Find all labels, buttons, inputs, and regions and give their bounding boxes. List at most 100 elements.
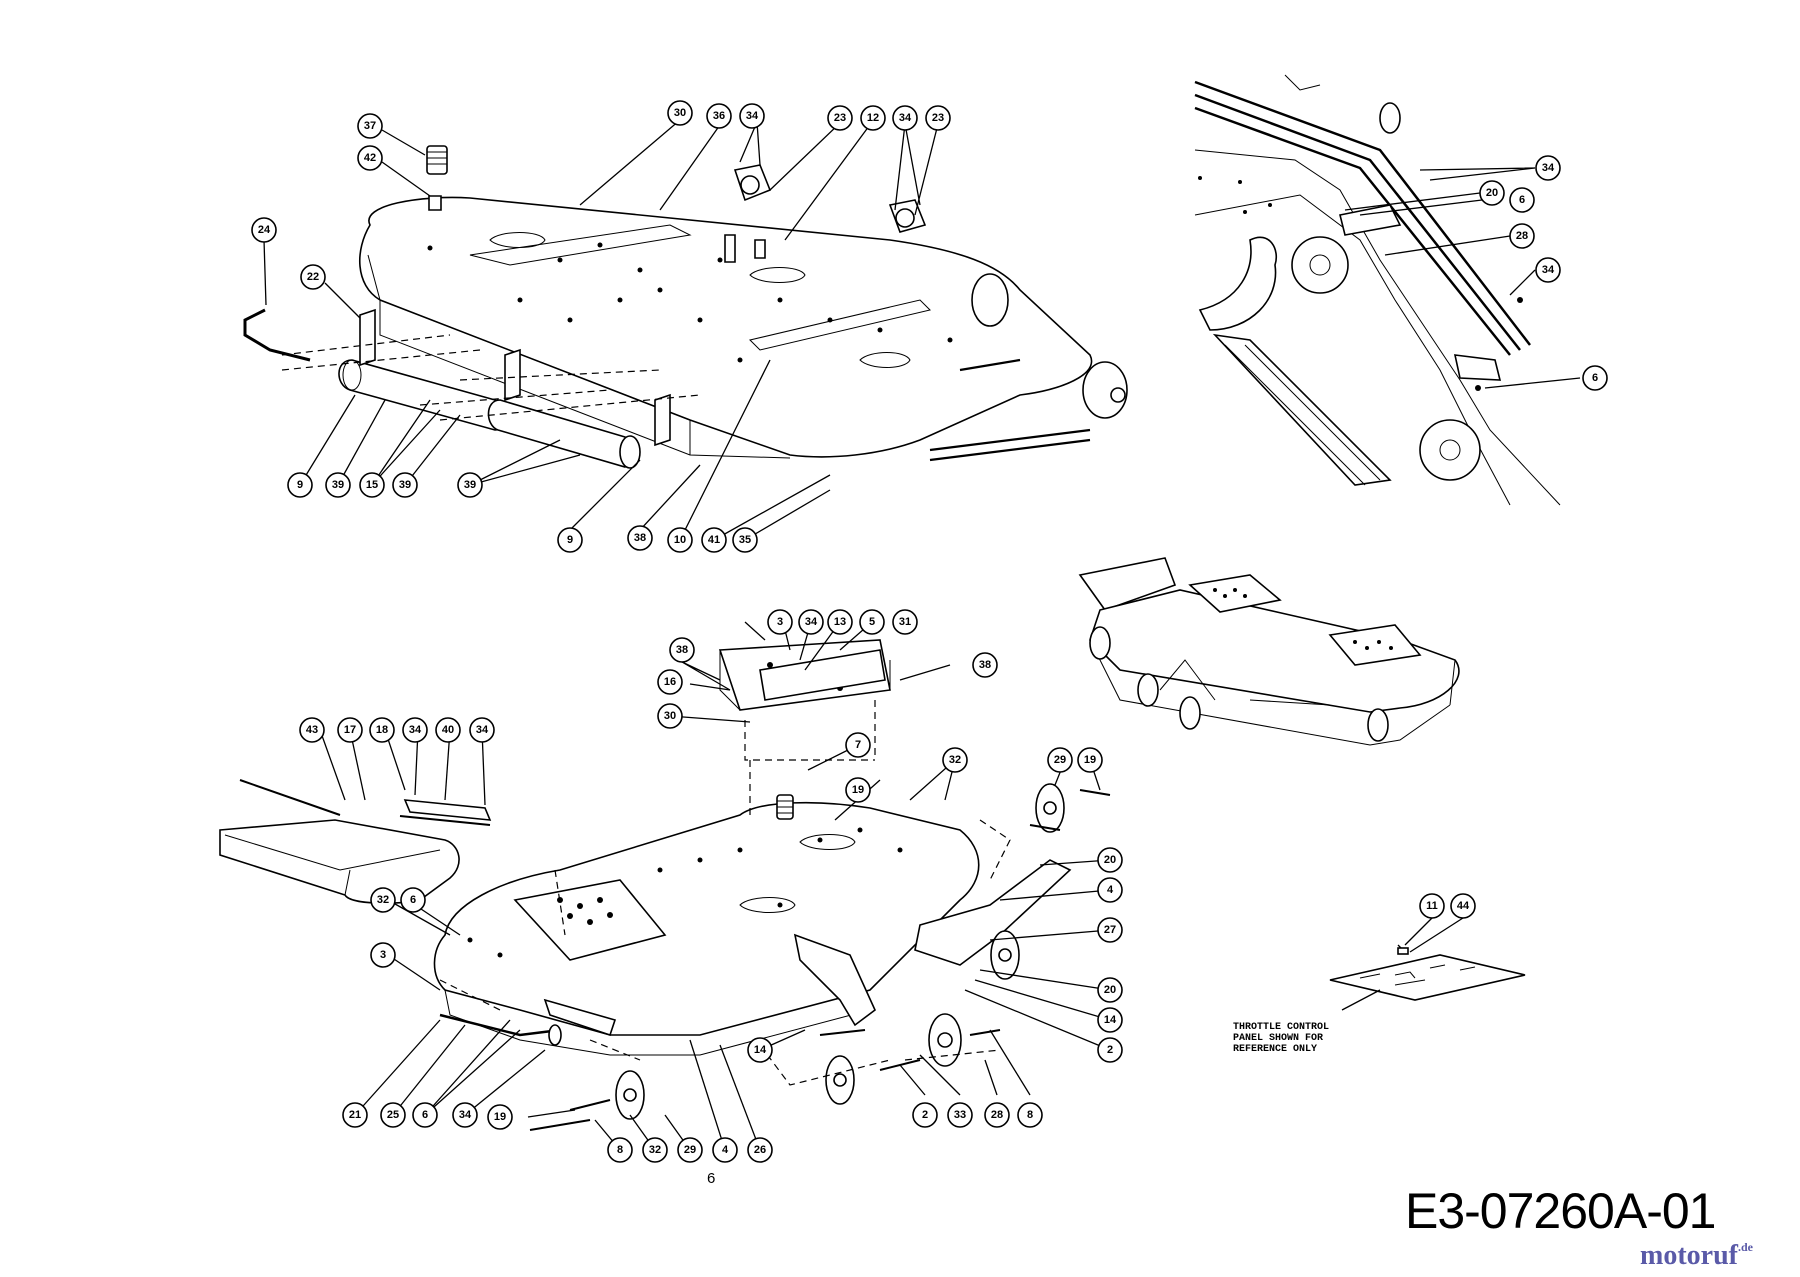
callout-label: 33: [954, 1109, 966, 1121]
callout-34: 34: [1535, 257, 1561, 283]
callout-label: 17: [344, 724, 356, 736]
bottom-deck-assembly: [219, 639, 1111, 1131]
callout-label: 3: [777, 616, 783, 628]
callout-label: 3: [380, 949, 386, 961]
callout-19: 19: [845, 777, 871, 803]
callout-label: 8: [1027, 1109, 1033, 1121]
callout-6: 6: [1509, 187, 1535, 213]
callout-9: 9: [287, 472, 313, 498]
callout-2: 2: [1097, 1037, 1123, 1063]
callout-41: 41: [701, 527, 727, 553]
callout-4: 4: [1097, 877, 1123, 903]
callout-24: 24: [251, 217, 277, 243]
perspective-view: [1078, 557, 1460, 746]
callout-42: 42: [357, 145, 383, 171]
callout-label: 38: [979, 659, 991, 671]
callout-12: 12: [860, 105, 886, 131]
top-deck-assembly: [243, 145, 1128, 469]
callout-34: 34: [402, 717, 428, 743]
callout-label: 28: [1516, 230, 1528, 242]
callout-27: 27: [1097, 917, 1123, 943]
callout-label: 30: [674, 107, 686, 119]
roller-assembly: [338, 359, 641, 469]
callout-label: 27: [1104, 924, 1116, 936]
callout-label: 34: [409, 724, 422, 736]
callout-17: 17: [337, 717, 363, 743]
callout-23: 23: [925, 105, 951, 131]
callout-label: 34: [746, 110, 759, 122]
callout-38: 38: [669, 637, 695, 663]
callout-label: 14: [754, 1044, 767, 1056]
callout-label: 18: [376, 724, 388, 736]
callout-32: 32: [642, 1137, 668, 1163]
callout-label: 40: [442, 724, 454, 736]
callout-label: 43: [306, 724, 318, 736]
callout-14: 14: [1097, 1007, 1123, 1033]
callout-label: 20: [1486, 187, 1498, 199]
callout-37: 37: [357, 113, 383, 139]
callout-11: 11: [1419, 893, 1445, 919]
callout-29: 29: [1047, 747, 1073, 773]
callout-label: 7: [855, 739, 861, 751]
callout-4: 4: [712, 1137, 738, 1163]
callout-33: 33: [947, 1102, 973, 1128]
callout-7: 7: [845, 732, 871, 758]
callout-label: 34: [1542, 264, 1555, 276]
callout-6: 6: [1582, 365, 1608, 391]
callout-28: 28: [984, 1102, 1010, 1128]
callout-label: 4: [1107, 884, 1114, 896]
callout-34: 34: [1535, 155, 1561, 181]
callout-16: 16: [657, 669, 683, 695]
callout-label: 42: [364, 152, 376, 164]
callout-23: 23: [827, 105, 853, 131]
callout-label: 23: [834, 112, 846, 124]
callout-19: 19: [1077, 747, 1103, 773]
callout-label: 32: [949, 754, 961, 766]
callout-39: 39: [325, 472, 351, 498]
callout-22: 22: [300, 264, 326, 290]
note-line: PANEL SHOWN FOR: [1233, 1033, 1324, 1044]
callout-label: 39: [464, 479, 476, 491]
callout-36: 36: [706, 103, 732, 129]
callout-15: 15: [359, 472, 385, 498]
callout-label: 6: [1519, 194, 1525, 206]
page-number: 6: [707, 1170, 716, 1187]
wheels: [615, 783, 1065, 1120]
callout-label: 37: [364, 120, 376, 132]
callout-label: 34: [1542, 162, 1555, 174]
callout-label: 29: [684, 1144, 696, 1156]
callout-30: 30: [667, 100, 693, 126]
callout-label: 29: [1054, 754, 1066, 766]
callout-label: 6: [1592, 372, 1598, 384]
callout-label: 34: [899, 112, 912, 124]
callout-label: 5: [869, 616, 875, 628]
callout-label: 20: [1104, 984, 1116, 996]
callout-label: 39: [332, 479, 344, 491]
callout-label: 34: [459, 1109, 472, 1121]
callout-9: 9: [557, 527, 583, 553]
callout-34: 34: [892, 105, 918, 131]
callout-label: 6: [410, 894, 416, 906]
callout-32: 32: [942, 747, 968, 773]
callout-label: 39: [399, 479, 411, 491]
callout-label: 22: [307, 271, 319, 283]
callout-8: 8: [607, 1137, 633, 1163]
callout-43: 43: [299, 717, 325, 743]
callout-label: 2: [922, 1109, 928, 1121]
callout-label: 21: [349, 1109, 361, 1121]
callout-30: 30: [657, 703, 683, 729]
callout-8: 8: [1017, 1102, 1043, 1128]
callout-13: 13: [827, 609, 853, 635]
callout-5: 5: [859, 609, 885, 635]
callout-38: 38: [627, 525, 653, 551]
callout-label: 13: [834, 616, 846, 628]
callout-label: 32: [649, 1144, 661, 1156]
callout-label: 23: [932, 112, 944, 124]
callout-label: 36: [713, 110, 725, 122]
callout-label: 19: [1084, 754, 1096, 766]
callout-label: 16: [664, 676, 676, 688]
callout-25: 25: [380, 1102, 406, 1128]
throttle-panel: [1329, 944, 1526, 1001]
